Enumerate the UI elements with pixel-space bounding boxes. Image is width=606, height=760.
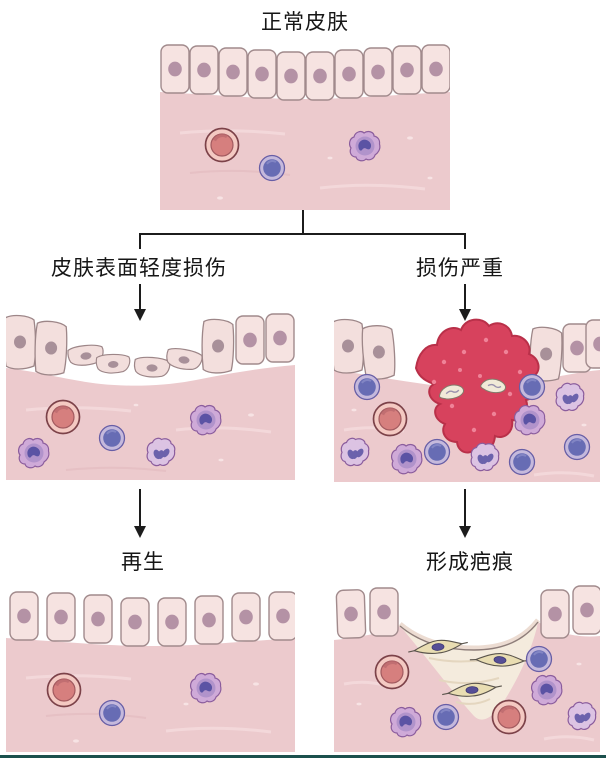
outcome-right-label: 形成疤痕 [426,551,514,574]
bottom-border-bar [0,755,606,758]
severe-injury-skin-illustration [334,310,600,482]
blood-vessel [371,400,409,438]
blood-vessel [44,398,82,436]
lymphocyte-cell [258,154,286,182]
epidermis-cell-row [9,591,295,647]
blood-vessel [203,126,241,164]
arrow-down-icon [464,284,466,309]
arrow-down-icon [464,489,466,526]
mild-injury-skin-illustration [6,310,295,480]
damaged-epidermis-cells [6,313,295,379]
blood-vessel [45,671,83,709]
connector-line [302,210,304,234]
regenerated-skin-illustration [6,586,295,752]
connector-line [139,233,466,235]
arrow-down-icon [139,489,141,526]
branch-left-label: 皮肤表面轻度损伤 [51,257,227,280]
lymphocyte-cell [98,699,126,727]
title-normal-skin: 正常皮肤 [261,11,349,34]
normal-skin-illustration [160,38,450,210]
connector-line [464,233,466,249]
scar-skin-illustration [334,584,600,752]
branch-right-label: 损伤严重 [416,257,504,280]
connector-line [139,233,141,249]
epidermis-cell-row [335,585,600,640]
lymphocyte-cell [98,424,126,452]
arrow-down-icon [139,284,141,309]
outcome-left-label: 再生 [121,551,165,574]
epidermis-cell-row [160,44,450,101]
